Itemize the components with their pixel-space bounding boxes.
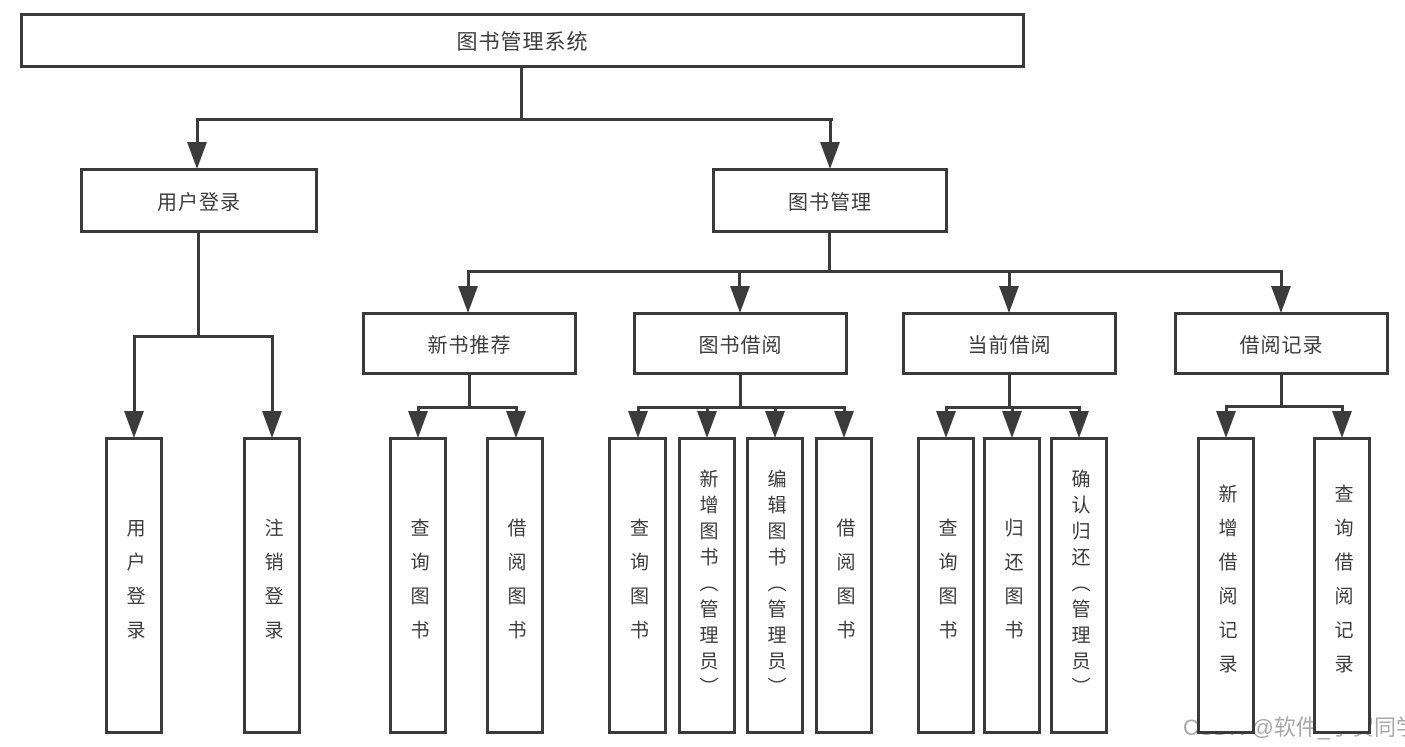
arrowhead-down-icon [730, 286, 750, 313]
node-book-management: 图书管理 [712, 168, 948, 233]
node-label-borrowing-records: 借阅记录 [1239, 335, 1324, 357]
connector-line [1008, 375, 1011, 409]
arrowhead-down-icon [765, 411, 785, 438]
node-label-leaf-user-login: 用户登录 [123, 517, 145, 654]
node-label-user-login: 用户登录 [157, 192, 241, 214]
connector-line [1225, 405, 1344, 408]
arrowhead-down-icon [936, 411, 956, 438]
arrowhead-down-icon [834, 411, 854, 438]
node-label-leaf-query-book-3: 查询图书 [935, 517, 957, 654]
node-leaf-user-login: 用户登录 [105, 437, 163, 734]
node-new-book-recommendation: 新书推荐 [362, 312, 577, 375]
arrowhead-down-icon [1069, 411, 1089, 438]
node-label-leaf-borrow-book-1: 借阅图书 [504, 517, 526, 654]
node-label-book-borrowing: 图书借阅 [698, 335, 783, 357]
node-label-new-book-recommendation: 新书推荐 [427, 335, 512, 357]
arrowhead-down-icon [506, 411, 526, 438]
connector-line [637, 406, 846, 409]
node-leaf-query-book-3: 查询图书 [917, 437, 975, 734]
connector-line [829, 118, 832, 146]
node-label-leaf-query-borrow-record: 查询借阅记录 [1331, 483, 1353, 688]
arrowhead-down-icon [262, 411, 282, 438]
node-current-borrowing: 当前借阅 [902, 312, 1117, 375]
node-leaf-add-book-admin: 新增图书（管理员） [678, 437, 736, 734]
node-label-root: 图书管理系统 [456, 30, 589, 54]
node-leaf-borrow-book-2: 借阅图书 [815, 437, 873, 734]
connector-line [196, 118, 833, 121]
arrowhead-down-icon [408, 411, 428, 438]
arrowhead-down-icon [820, 142, 840, 169]
node-leaf-query-book-2: 查询图书 [608, 437, 667, 734]
connector-line [520, 68, 523, 121]
connector-line [1280, 375, 1283, 407]
node-leaf-query-borrow-record: 查询借阅记录 [1313, 437, 1371, 734]
arrowhead-down-icon [1271, 286, 1291, 313]
arrowhead-down-icon [628, 411, 648, 438]
connector-line [1008, 270, 1011, 290]
connector-line [467, 270, 470, 290]
connector-line [1225, 405, 1228, 415]
connector-line [133, 335, 136, 415]
node-leaf-borrow-book-1: 借阅图书 [486, 437, 544, 734]
arrowhead-down-icon [1216, 411, 1236, 438]
connector-line [739, 375, 742, 409]
connector-line [828, 233, 831, 273]
node-label-leaf-add-borrow-record: 新增借阅记录 [1215, 483, 1237, 688]
node-label-leaf-query-book-1: 查询图书 [407, 517, 429, 654]
connector-line [133, 335, 274, 338]
connector-line [417, 406, 518, 409]
arrowhead-down-icon [1002, 411, 1022, 438]
node-leaf-edit-book-admin: 编辑图书（管理员） [746, 437, 804, 734]
connector-line [1280, 270, 1283, 290]
node-label-leaf-query-book-2: 查询图书 [627, 517, 648, 654]
arrowhead-down-icon [124, 411, 144, 438]
connector-line [1341, 405, 1344, 415]
node-borrowing-records: 借阅记录 [1174, 312, 1389, 375]
node-label-leaf-logout: 注销登录 [261, 517, 283, 654]
node-leaf-confirm-return-admin: 确认归还（管理员） [1050, 437, 1108, 734]
arrowhead-down-icon [1332, 411, 1352, 438]
connector-line [196, 118, 199, 146]
node-leaf-query-book-1: 查询图书 [389, 437, 447, 734]
node-label-current-borrowing: 当前借阅 [967, 335, 1052, 357]
node-leaf-add-borrow-record: 新增借阅记录 [1197, 437, 1255, 734]
connector-line [738, 270, 741, 290]
connector-line [271, 335, 274, 415]
node-label-leaf-borrow-book-2: 借阅图书 [833, 517, 855, 654]
node-book-borrowing: 图书借阅 [633, 312, 848, 375]
node-label-leaf-return-book: 归还图书 [1001, 517, 1023, 654]
arrowhead-down-icon [999, 286, 1019, 313]
arrowhead-down-icon [187, 142, 207, 169]
node-label-leaf-add-book-admin: 新增图书（管理员） [696, 468, 718, 703]
node-label-leaf-edit-book-admin: 编辑图书（管理员） [764, 468, 786, 703]
connector-line [197, 233, 200, 338]
node-label-leaf-confirm-return-admin: 确认归还（管理员） [1068, 468, 1090, 703]
node-label-book-management: 图书管理 [788, 192, 872, 214]
connector-line [468, 375, 471, 409]
node-user-login: 用户登录 [80, 168, 318, 233]
node-leaf-return-book: 归还图书 [983, 437, 1041, 734]
node-root: 图书管理系统 [20, 13, 1025, 68]
connector-line [467, 270, 1283, 273]
arrowhead-down-icon [697, 411, 717, 438]
node-leaf-logout: 注销登录 [243, 437, 301, 734]
arrowhead-down-icon [458, 286, 478, 313]
